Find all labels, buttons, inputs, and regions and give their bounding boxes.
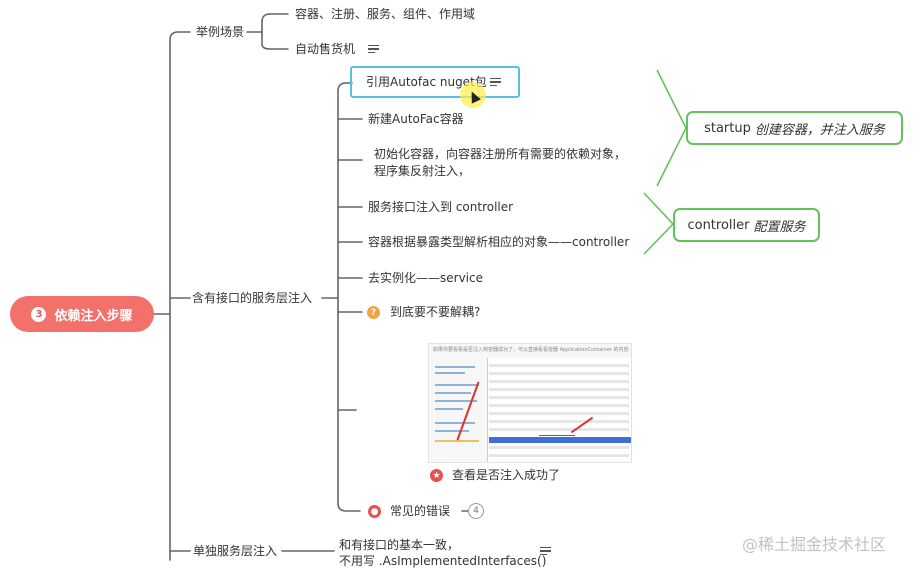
node-new-container[interactable]: 新建AutoFac容器 <box>368 112 464 126</box>
notes-icon[interactable] <box>540 547 551 556</box>
root-node[interactable]: 3 依赖注入步骤 <box>10 296 154 332</box>
bracket-startup <box>656 69 687 187</box>
callout-controller[interactable]: controller 配置服务 <box>673 208 820 242</box>
notes-icon[interactable] <box>490 78 501 87</box>
node-decouple-question[interactable]: 到底要不要解耦? <box>390 305 481 319</box>
callout-startup[interactable]: startup 创建容器，并注入服务 <box>686 111 903 145</box>
node-reference-autofac[interactable]: 引用Autofac nuget包 <box>366 75 487 89</box>
node-single-layer-note-line1[interactable]: 和有接口的基本一致， <box>339 538 460 552</box>
mouse-cursor-icon <box>460 82 486 108</box>
warning-icon: ● <box>368 505 381 518</box>
connector-example <box>169 31 191 41</box>
question-icon: ? <box>367 306 380 319</box>
node-vending-machine[interactable]: 自动售货机 <box>295 42 356 56</box>
node-common-errors[interactable]: 常见的错误 <box>390 504 451 518</box>
star-icon: ★ <box>430 469 443 482</box>
root-label: 依赖注入步骤 <box>54 308 133 324</box>
node-check-injection[interactable]: 查看是否注入成功了 <box>452 468 561 482</box>
connector-example-children <box>261 13 289 50</box>
node-init-container[interactable]: 初始化容器，向容器注册所有需要的依赖对象，程序集反射注入， <box>374 147 627 178</box>
node-resolve-controller[interactable]: 容器根据暴露类型解析相应的对象——controller <box>368 235 630 249</box>
node-example[interactable]: 举例场景 <box>196 25 245 39</box>
callout-startup-text: 创建容器，并注入服务 <box>754 122 885 138</box>
notes-icon[interactable] <box>368 45 379 54</box>
node-inject-controller[interactable]: 服务接口注入到 controller <box>368 200 514 214</box>
connector-interface-children <box>337 82 361 512</box>
selected-node-outline <box>350 66 520 98</box>
node-example-concepts[interactable]: 容器、注册、服务、组件、作用域 <box>295 7 476 21</box>
root-number-badge: 3 <box>31 306 47 322</box>
callout-controller-text: 配置服务 <box>753 219 806 235</box>
bracket-controller <box>643 192 675 255</box>
node-interface-layer[interactable]: 含有接口的服务层注入 <box>192 291 313 305</box>
screenshot-caption: 如果你要看看是否注入到容器成功了，可以直接看看容器 ApplicationCon… <box>433 347 629 353</box>
callout-startup-prefix: startup <box>704 120 751 136</box>
watermark: @稀土掘金技术社区 <box>742 535 887 554</box>
node-single-layer-note-line2[interactable]: 不用写 .AsImplementedInterfaces() <box>339 554 547 568</box>
embedded-screenshot[interactable]: 如果你要看看是否注入到容器成功了，可以直接看看容器 ApplicationCon… <box>428 343 632 463</box>
callout-controller-prefix: controller <box>687 217 750 233</box>
collapsed-count-badge[interactable]: 4 <box>468 503 484 519</box>
node-single-layer[interactable]: 单独服务层注入 <box>193 544 278 558</box>
node-instantiate-service[interactable]: 去实例化——service <box>368 271 483 285</box>
